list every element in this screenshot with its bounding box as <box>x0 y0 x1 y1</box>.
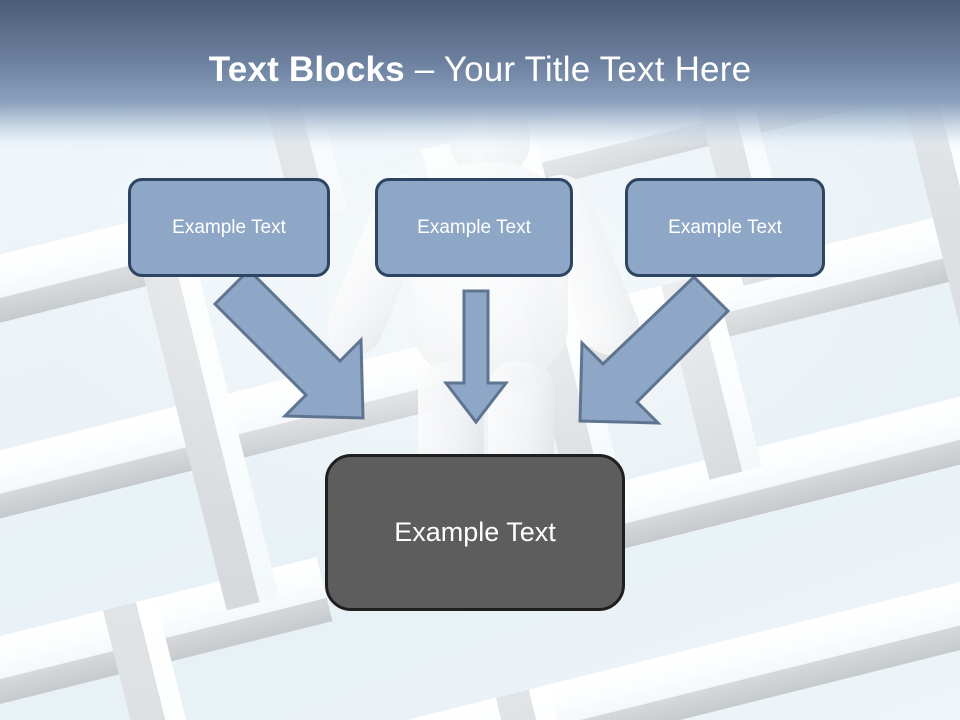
main-text-block-label: Example Text <box>394 517 556 547</box>
text-block-2-label: Example Text <box>417 216 531 238</box>
text-block-1[interactable]: Example Text <box>128 178 330 277</box>
text-block-3[interactable]: Example Text <box>625 178 825 277</box>
title-light-part: Your Title Text Here <box>443 50 752 89</box>
main-text-block[interactable]: Example Text <box>325 454 625 611</box>
title-bold-part: Text Blocks <box>208 50 415 89</box>
text-block-3-label: Example Text <box>668 216 782 238</box>
text-block-2[interactable]: Example Text <box>375 178 573 277</box>
text-block-1-label: Example Text <box>172 216 286 238</box>
title-dash: – <box>414 50 444 89</box>
page-title: Text Blocks – Your Title Text Here <box>0 48 960 92</box>
